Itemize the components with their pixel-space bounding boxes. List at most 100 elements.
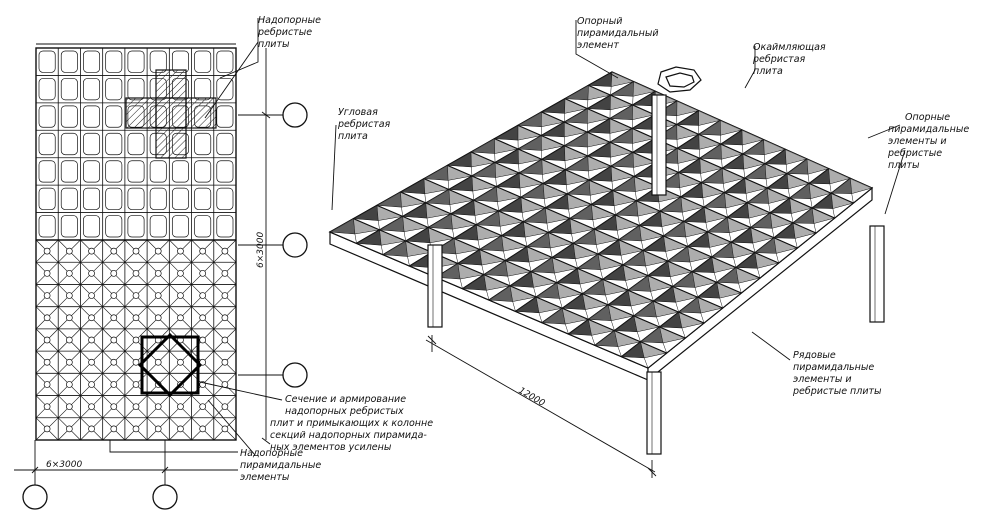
- pyramid-face: [735, 252, 758, 269]
- pyramid-edge: [610, 94, 634, 97]
- pyramid-face: [519, 159, 543, 175]
- callout-text: пирамидальные: [240, 460, 321, 471]
- pyramid-edge: [562, 307, 586, 310]
- pyramid-face: [483, 260, 508, 277]
- pyramid-edge: [789, 198, 792, 214]
- pyramid-edge: [692, 271, 715, 273]
- pyramid-edge: [503, 246, 528, 252]
- pyramid-face: [448, 175, 473, 192]
- pyramid-edge: [681, 327, 686, 339]
- pyramid-edge: [678, 312, 683, 329]
- pyramid-edge: [630, 305, 635, 316]
- pyramid-edge: [509, 285, 513, 302]
- pyramid-edge: [771, 228, 775, 238]
- pyramid-node: [132, 292, 140, 299]
- pyramid-face: [510, 285, 537, 302]
- pyramid-face: [598, 254, 624, 270]
- pyramid-edge: [559, 293, 583, 299]
- pyramid-face: [774, 222, 796, 239]
- pyramid-face: [750, 212, 773, 229]
- pyramid-edge: [682, 212, 685, 222]
- pyramid-edge: [543, 183, 567, 186]
- pyramid-edge: [794, 238, 798, 249]
- pyramid-edge: [455, 253, 459, 264]
- pyramid-node: [199, 269, 207, 277]
- pyramid-node: [65, 292, 73, 299]
- pyramid-edge: [602, 279, 606, 296]
- callout-text: надопорных ребристых: [285, 406, 404, 417]
- axis-marker-3: [282, 362, 308, 388]
- pyramid-edge: [763, 139, 765, 155]
- pyramid-edge: [701, 182, 724, 184]
- pyramid-edge: [658, 201, 661, 212]
- pyramid-edge: [731, 242, 753, 244]
- pyramid-edge: [685, 231, 708, 238]
- pyramid-node: [154, 269, 162, 277]
- pyramid-face: [608, 290, 631, 307]
- pyramid-edge: [676, 124, 699, 126]
- pyramid-face: [680, 182, 703, 198]
- pyramid-edge: [791, 213, 794, 223]
- pyramid-edge: [541, 135, 565, 138]
- pyramid-edge: [620, 250, 644, 256]
- pyramid-edge: [497, 201, 499, 212]
- pyramid-node: [221, 314, 229, 322]
- pyramid-edge: [473, 200, 476, 216]
- pyramid-edge: [689, 262, 693, 272]
- pyramid-face: [720, 130, 743, 145]
- pyramid-edge: [526, 246, 530, 263]
- pyramid-edge: [851, 187, 873, 194]
- ribbed-slab: [38, 50, 56, 73]
- pyramid-edge: [694, 282, 717, 288]
- pyramid-face: [565, 85, 589, 100]
- ribbed-slab: [83, 160, 101, 183]
- pyramid-edge: [567, 193, 591, 196]
- pyramid-face: [400, 192, 426, 208]
- pyramid-edge: [633, 167, 635, 177]
- pyramid-face: [588, 304, 612, 321]
- pyramid-edge: [744, 177, 767, 180]
- pyramid-face: [698, 120, 721, 136]
- pyramid-edge: [752, 237, 775, 244]
- pyramid-face: [405, 241, 432, 257]
- pyramid-edge: [510, 285, 534, 288]
- pyramid-edge: [765, 173, 788, 180]
- pyramid-node: [177, 403, 184, 411]
- pyramid-node: [43, 381, 51, 388]
- pyramid-face: [716, 267, 739, 284]
- pyramid-edge: [611, 165, 634, 168]
- pyramid-edge: [786, 173, 789, 189]
- pyramid-edge: [748, 218, 752, 228]
- pyramid-face: [552, 243, 576, 259]
- pyramid-node: [199, 425, 207, 433]
- pyramid-face: [330, 218, 355, 234]
- ribbed-slab: [194, 132, 212, 156]
- pyramid-edge: [542, 169, 566, 175]
- pyramid-face: [473, 186, 498, 202]
- column-capital: [657, 66, 702, 93]
- ribbed-slab: [127, 50, 145, 73]
- pyramid-edge: [611, 181, 614, 191]
- pyramid-edge: [625, 275, 649, 281]
- pyramid-face: [770, 212, 794, 229]
- pyramid-node: [221, 336, 229, 344]
- pyramid-edge: [705, 222, 708, 232]
- pyramid-face: [632, 104, 655, 120]
- pyramid-edge: [523, 221, 547, 224]
- pyramid-edge: [743, 163, 766, 170]
- pyramid-edge: [727, 217, 730, 233]
- pyramid-edge: [713, 272, 718, 283]
- pyramid-node: [110, 336, 118, 344]
- pyramid-edge: [768, 203, 771, 213]
- pyramid-face: [489, 285, 513, 302]
- pyramid-edge: [663, 235, 686, 238]
- pyramid-edge: [729, 232, 732, 243]
- pyramid-edge: [474, 210, 499, 216]
- pyramid-edge: [768, 197, 790, 204]
- pyramid-edge: [832, 202, 854, 209]
- pyramid-edge: [742, 153, 765, 155]
- pyramid-face: [587, 142, 611, 158]
- pyramid-edge: [474, 215, 477, 225]
- pyramid-edge: [426, 218, 429, 228]
- pyramid-edge: [725, 202, 748, 209]
